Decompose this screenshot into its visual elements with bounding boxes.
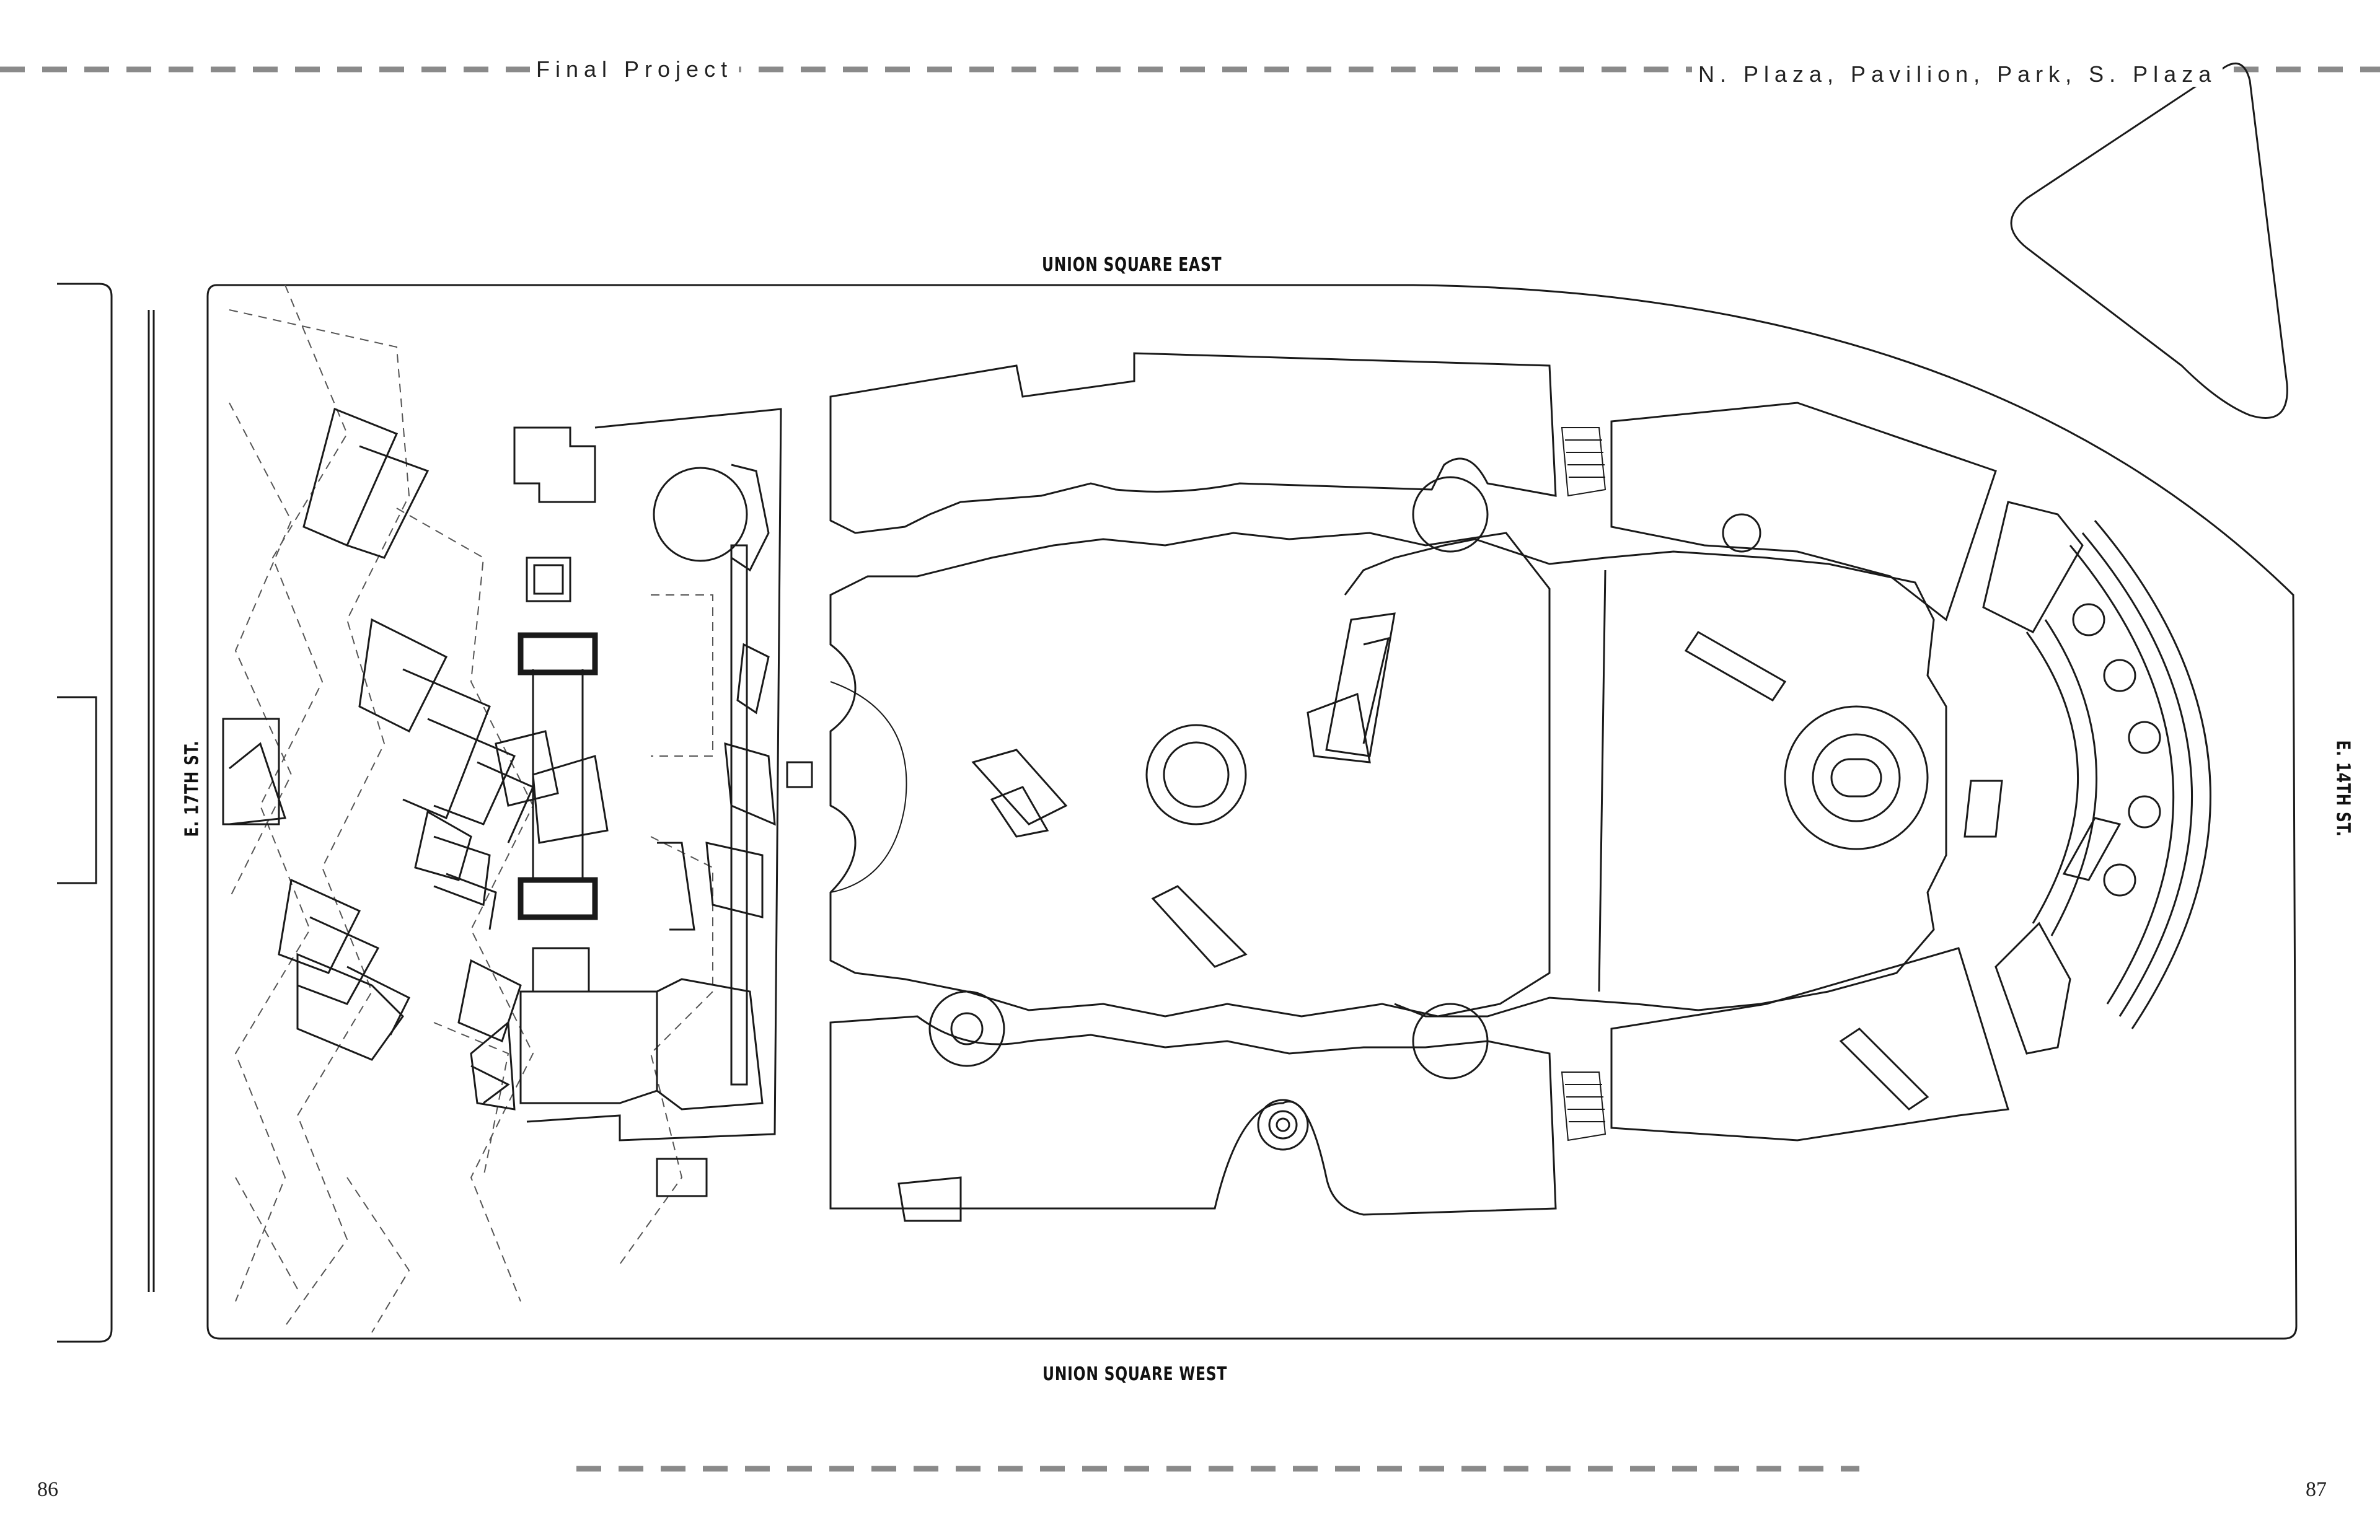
pavilion-area <box>470 408 813 1197</box>
street-label-right: E. 14TH ST. <box>2332 740 2354 837</box>
street-label-bottom: UNION SQUARE WEST <box>1042 1363 1228 1385</box>
path-steps <box>1561 427 1606 1142</box>
left-small-block <box>57 696 97 884</box>
project-label: Final Project <box>530 57 739 82</box>
north-plaza-grid <box>229 284 713 1333</box>
park-outline <box>206 284 2298 1340</box>
drawing-subtitle: N. Plaza, Pavilion, Park, S. Plaza <box>1692 62 2223 87</box>
north-plaza-stairs <box>222 407 534 1104</box>
park-objects <box>656 612 2122 1222</box>
street-label-top: UNION SQUARE EAST <box>1041 254 1222 276</box>
park-lawns <box>829 352 2211 1216</box>
triangle-island <box>2010 62 2288 419</box>
page-number-left: 86 <box>37 1478 58 1501</box>
page-number-right: 87 <box>2306 1478 2327 1501</box>
left-block-outline <box>57 283 113 1343</box>
street-label-left: E. 17TH ST. <box>181 740 203 837</box>
